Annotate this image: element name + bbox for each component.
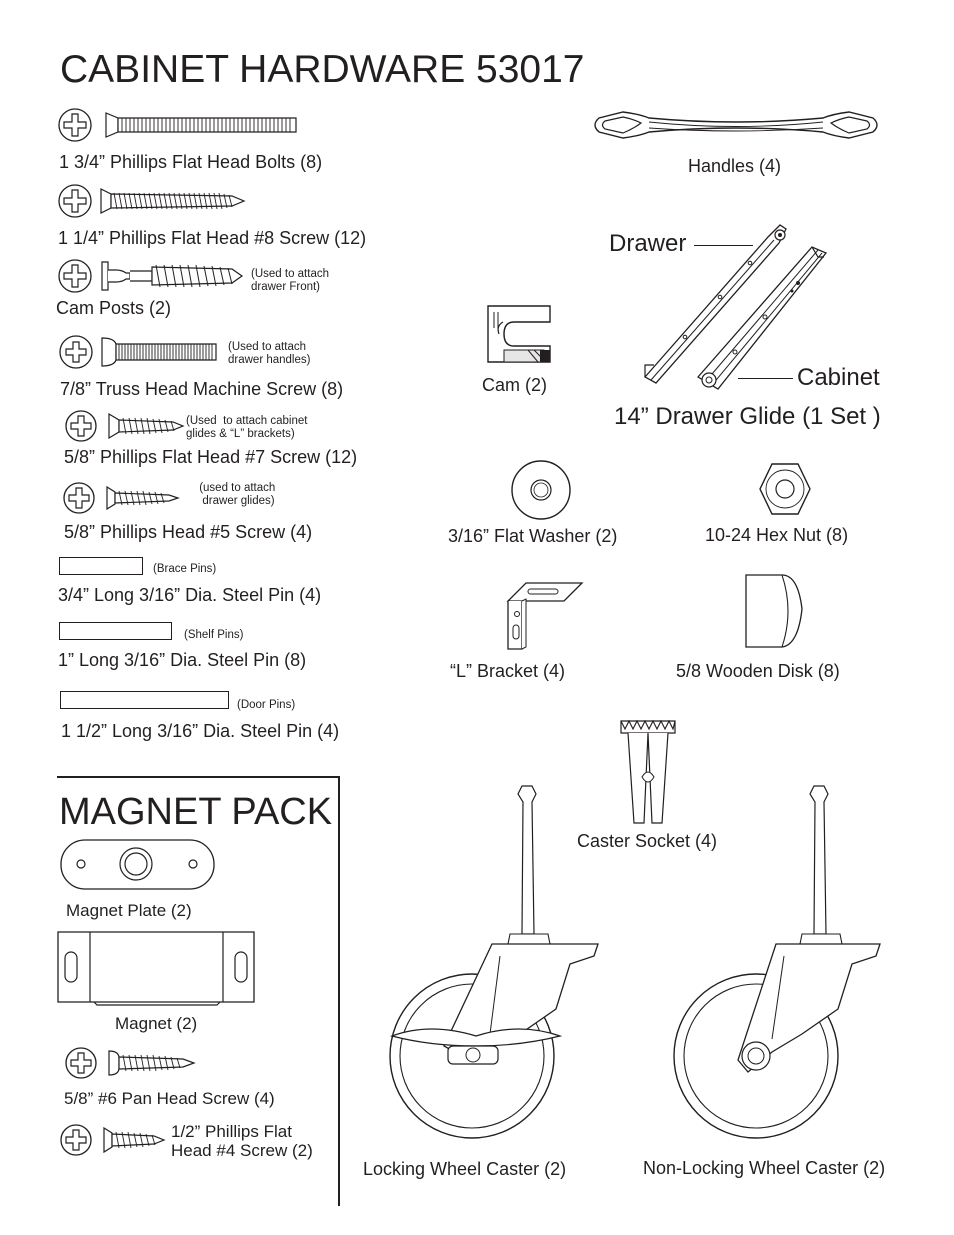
cam-post-icon xyxy=(58,259,256,293)
l-bracket-icon xyxy=(500,581,590,651)
magnet-label: Magnet (2) xyxy=(115,1014,198,1033)
handles-label: Handles (4) xyxy=(688,156,782,176)
hex-nut-icon xyxy=(758,462,812,516)
item-label-8-screw: 1 1/4” Phillips Flat Head #8 Screw (12) xyxy=(58,228,367,248)
caster-socket-icon xyxy=(618,717,678,827)
brace-pin-note: (Brace Pins) xyxy=(153,563,217,575)
phillips-7-note: (Used to attach cabinet glides & “L” bra… xyxy=(186,415,308,440)
hex-nut-label: 10-24 Hex Nut (8) xyxy=(705,525,849,545)
locking-caster-icon xyxy=(380,784,580,1154)
cam-label: Cam (2) xyxy=(482,375,548,395)
item-label-flat-head-bolts: 1 3/4” Phillips Flat Head Bolts (8) xyxy=(59,152,323,172)
flat-washer-label: 3/16” Flat Washer (2) xyxy=(448,526,618,546)
wooden-disk-icon xyxy=(742,571,812,651)
item-label-truss-head-screw: 7/8” Truss Head Machine Screw (8) xyxy=(60,379,344,399)
handle-icon xyxy=(589,106,883,146)
locking-caster-label: Locking Wheel Caster (2) xyxy=(363,1159,567,1179)
item-label-door-pin: 1 1/2” Long 3/16” Dia. Steel Pin (4) xyxy=(61,721,340,741)
glide-drawer-label: Drawer xyxy=(609,230,687,257)
item-label-brace-pin: 3/4” Long 3/16” Dia. Steel Pin (4) xyxy=(58,585,322,605)
flat-head-bolt-icon xyxy=(58,108,316,142)
wooden-disk-label: 5/8 Wooden Disk (8) xyxy=(676,661,840,681)
pan-head-screw-label: 5/8” #6 Pan Head Screw (4) xyxy=(64,1089,275,1108)
non-locking-caster-label: Non-Locking Wheel Caster (2) xyxy=(643,1158,886,1178)
phillips-5-screw-icon xyxy=(63,482,191,514)
phillips-5-note: (used to attach drawer glides) xyxy=(199,482,276,507)
glide-cabinet-label: Cabinet xyxy=(797,364,880,391)
glide-cabinet-leader xyxy=(738,378,793,380)
phillips-4-screw-icon xyxy=(60,1124,178,1156)
flat-head-screw-icon xyxy=(58,184,256,218)
shelf-pin-note: (Shelf Pins) xyxy=(184,629,244,641)
cam-icon xyxy=(484,304,556,366)
cam-post-note: (Used to attach drawer Front) xyxy=(251,268,329,293)
caster-socket-label: Caster Socket (4) xyxy=(577,831,718,851)
flat-washer-icon xyxy=(509,458,573,522)
drawer-glide-icon xyxy=(640,217,810,397)
magnet-plate-icon xyxy=(60,839,216,891)
magnet-icon xyxy=(57,931,257,1005)
door-pin-icon xyxy=(60,691,229,709)
brace-pin-icon xyxy=(59,557,143,575)
pan-head-screw-icon xyxy=(65,1047,203,1079)
l-bracket-label: “L” Bracket (4) xyxy=(450,661,566,681)
door-pin-note: (Door Pins) xyxy=(237,699,296,711)
item-label-shelf-pin: 1” Long 3/16” Dia. Steel Pin (8) xyxy=(58,650,307,670)
item-label-cam-posts: Cam Posts (2) xyxy=(56,298,172,318)
magnet-pack-title: MAGNET PACK xyxy=(59,791,333,833)
truss-screw-note: (Used to attach drawer handles) xyxy=(228,341,311,366)
page-title: CABINET HARDWARE 53017 xyxy=(60,48,585,91)
item-label-phillips-7-screw: 5/8” Phillips Flat Head #7 Screw (12) xyxy=(64,447,358,467)
phillips-7-screw-icon xyxy=(65,410,193,442)
non-locking-caster-icon xyxy=(668,784,888,1154)
shelf-pin-icon xyxy=(59,622,172,640)
magnet-pack-divider-top xyxy=(57,776,340,778)
item-label-phillips-5-screw: 5/8” Phillips Head #5 Screw (4) xyxy=(64,522,313,542)
drawer-glide-title: 14” Drawer Glide (1 Set ) xyxy=(614,403,881,430)
magnet-pack-divider-side xyxy=(338,776,340,1206)
truss-head-screw-icon xyxy=(58,334,238,370)
magnet-plate-label: Magnet Plate (2) xyxy=(66,901,192,920)
phillips-4-screw-label: 1/2” Phillips Flat Head #4 Screw (2) xyxy=(171,1122,313,1160)
glide-drawer-leader xyxy=(694,245,753,247)
